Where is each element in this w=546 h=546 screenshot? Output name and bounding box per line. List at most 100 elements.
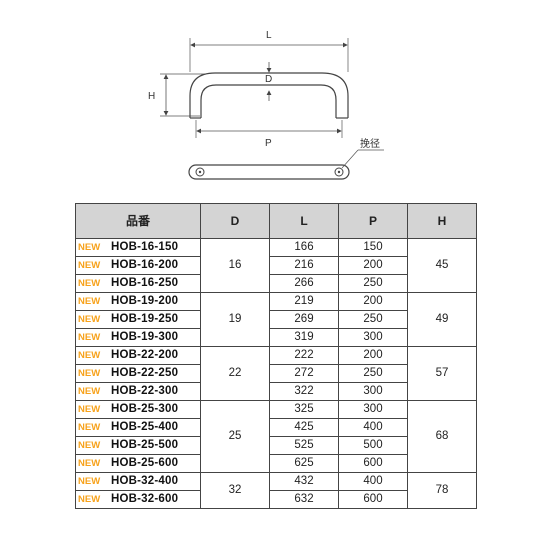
- diameter-cell: 32: [200, 472, 270, 509]
- label-D: D: [265, 74, 272, 85]
- pitch-cell: 250: [338, 364, 408, 383]
- pitch-cell: 250: [338, 310, 408, 329]
- model-code: HOB-25-500: [111, 439, 179, 451]
- new-badge: NEW: [78, 440, 101, 451]
- model-code: HOB-25-600: [111, 457, 179, 469]
- header-D: D: [200, 203, 270, 239]
- model-code: HOB-16-200: [111, 259, 179, 271]
- pitch-cell: 400: [338, 418, 408, 437]
- model-cell: NEW HOB-22-200: [75, 346, 201, 365]
- length-cell: 425: [269, 418, 339, 437]
- model-code: HOB-22-250: [111, 367, 179, 379]
- header-P: P: [338, 203, 408, 239]
- new-badge: NEW: [78, 296, 101, 307]
- length-cell: 432: [269, 472, 339, 491]
- new-badge: NEW: [78, 350, 101, 361]
- height-cell: 45: [407, 238, 477, 293]
- length-cell: 632: [269, 490, 339, 509]
- model-cell: NEW HOB-22-300: [75, 382, 201, 401]
- model-code: HOB-22-300: [111, 385, 179, 397]
- model-code: HOB-16-150: [111, 241, 179, 253]
- pitch-cell: 200: [338, 256, 408, 275]
- height-cell: 57: [407, 346, 477, 401]
- pitch-cell: 200: [338, 346, 408, 365]
- length-cell: 222: [269, 346, 339, 365]
- pitch-cell: 150: [338, 238, 408, 257]
- label-P: P: [265, 138, 272, 149]
- length-cell: 322: [269, 382, 339, 401]
- height-cell: 49: [407, 292, 477, 347]
- new-badge: NEW: [78, 404, 101, 415]
- new-badge: NEW: [78, 476, 101, 487]
- length-cell: 266: [269, 274, 339, 293]
- height-cell: 78: [407, 472, 477, 509]
- new-badge: NEW: [78, 314, 101, 325]
- table-header-row: 品番 D L P H: [75, 203, 477, 239]
- model-cell: NEW HOB-16-150: [75, 238, 201, 257]
- model-cell: NEW HOB-19-250: [75, 310, 201, 329]
- label-H: H: [148, 91, 155, 102]
- model-cell: NEW HOB-19-200: [75, 292, 201, 311]
- new-badge: NEW: [78, 242, 101, 253]
- diameter-cell: 16: [200, 238, 270, 293]
- model-cell: NEW HOB-25-600: [75, 454, 201, 473]
- model-code: HOB-25-400: [111, 421, 179, 433]
- length-cell: 219: [269, 292, 339, 311]
- diameter-cell: 25: [200, 400, 270, 473]
- diameter-cell: 19: [200, 292, 270, 347]
- model-code: HOB-32-400: [111, 475, 179, 487]
- pitch-cell: 300: [338, 328, 408, 347]
- label-hole: 挽径: [360, 137, 380, 150]
- length-cell: 525: [269, 436, 339, 455]
- length-cell: 269: [269, 310, 339, 329]
- new-badge: NEW: [78, 458, 101, 469]
- label-L: L: [266, 30, 272, 41]
- height-cell: 68: [407, 400, 477, 473]
- model-cell: NEW HOB-32-400: [75, 472, 201, 491]
- pitch-cell: 400: [338, 472, 408, 491]
- length-cell: 272: [269, 364, 339, 383]
- new-badge: NEW: [78, 386, 101, 397]
- length-cell: 325: [269, 400, 339, 419]
- new-badge: NEW: [78, 260, 101, 271]
- diameter-cell: 22: [200, 346, 270, 401]
- header-H: H: [407, 203, 477, 239]
- pitch-cell: 600: [338, 454, 408, 473]
- pitch-cell: 300: [338, 382, 408, 401]
- model-code: HOB-22-200: [111, 349, 179, 361]
- model-code: HOB-16-250: [111, 277, 179, 289]
- model-code: HOB-19-300: [111, 331, 179, 343]
- pitch-cell: 600: [338, 490, 408, 509]
- new-badge: NEW: [78, 368, 101, 379]
- model-code: HOB-19-200: [111, 295, 179, 307]
- new-badge: NEW: [78, 494, 101, 505]
- pitch-cell: 500: [338, 436, 408, 455]
- handle-diagram: L D H P 挽径: [148, 30, 384, 180]
- length-cell: 216: [269, 256, 339, 275]
- model-cell: NEW HOB-16-200: [75, 256, 201, 275]
- length-cell: 625: [269, 454, 339, 473]
- model-code: HOB-19-250: [111, 313, 179, 325]
- pitch-cell: 250: [338, 274, 408, 293]
- length-cell: 319: [269, 328, 339, 347]
- pitch-cell: 300: [338, 400, 408, 419]
- header-model: 品番: [75, 203, 201, 239]
